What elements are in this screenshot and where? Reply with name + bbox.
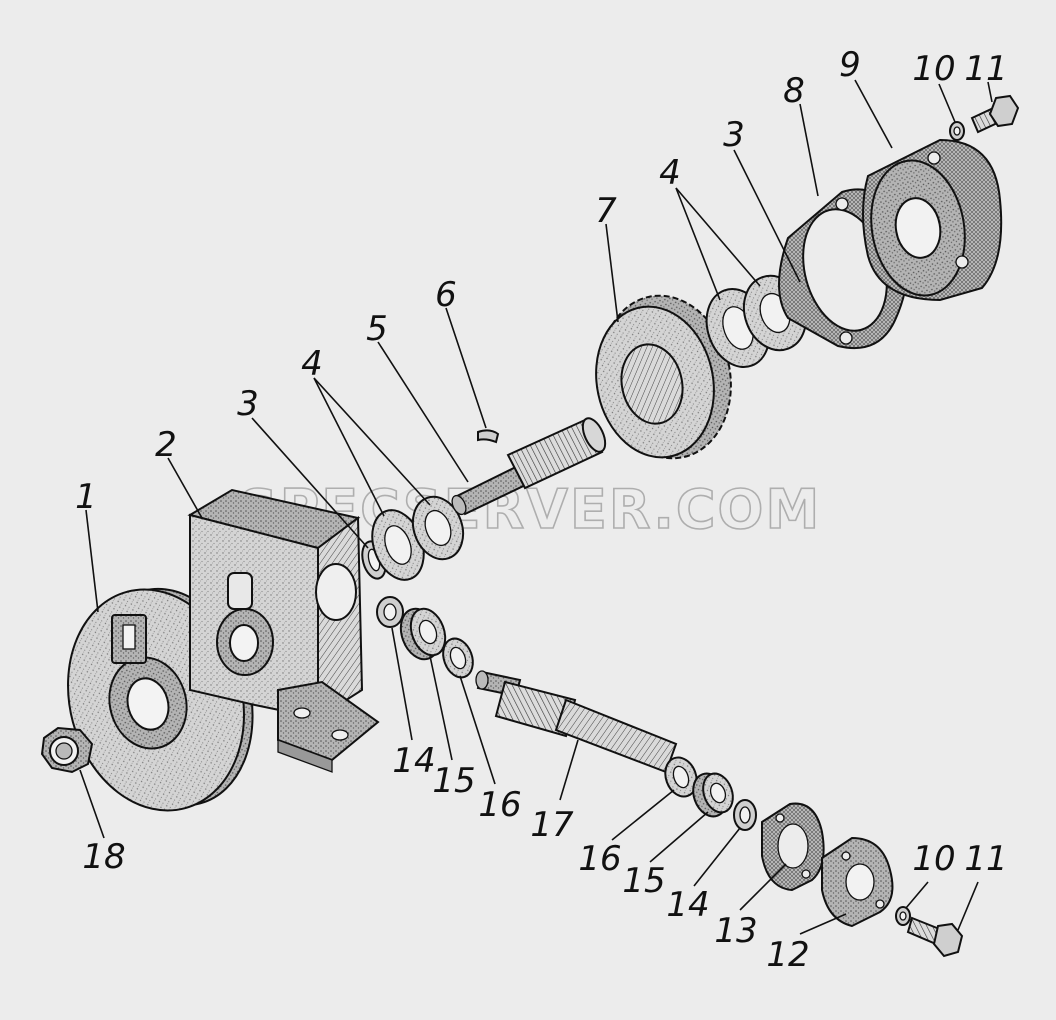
- leader-lines: [79, 79, 993, 935]
- callout-5: 5: [366, 309, 388, 349]
- leader-17: [559, 739, 579, 801]
- part-11-bolt-lower: [906, 916, 964, 958]
- leader-3b: [733, 149, 801, 283]
- leader-16a: [459, 675, 496, 785]
- part-5-upper-shaft: [451, 417, 607, 516]
- leader-6: [445, 307, 487, 429]
- leader-4b-2: [675, 187, 761, 287]
- part-4-washer-upper-left: [371, 495, 465, 581]
- leader-4a-2: [313, 377, 431, 506]
- leader-5: [377, 341, 469, 483]
- leader-7: [605, 223, 619, 323]
- leader-14a: [391, 627, 413, 741]
- part-6-key: [477, 429, 500, 444]
- part-15-bearing-lower-left: [399, 607, 447, 661]
- callout-3-upper-right: 3: [723, 115, 745, 155]
- leader-1: [85, 509, 99, 613]
- callout-13: 13: [714, 911, 757, 951]
- callout-10-upper: 10: [912, 49, 955, 89]
- callout-6: 6: [435, 275, 457, 315]
- leader-11b: [957, 881, 979, 931]
- callout-16-lower-left: 16: [478, 785, 521, 825]
- part-10-lock-washer-lower: [895, 906, 911, 926]
- leader-4a-1: [313, 377, 385, 517]
- leader-16b: [611, 789, 675, 841]
- leader-15a: [429, 655, 453, 761]
- callout-14-lower-right: 14: [666, 885, 709, 925]
- callout-4-upper-right: 4: [659, 153, 681, 193]
- part-9-cover: [862, 138, 1003, 302]
- leader-10a: [938, 83, 956, 123]
- part-16-spacer-lower-left: [442, 637, 474, 679]
- part-17-lower-shaft: [475, 670, 678, 774]
- part-16-spacer-lower-right: [664, 756, 698, 798]
- leader-8: [799, 103, 819, 197]
- leader-4b-1: [675, 187, 721, 301]
- callout-4-upper-left: 4: [301, 344, 323, 384]
- part-18-nut: [40, 726, 94, 774]
- callout-14-lower-left: 14: [392, 741, 435, 781]
- callout-15-lower-left: 15: [432, 761, 475, 801]
- callout-12: 12: [766, 935, 809, 975]
- callout-11-lower: 11: [964, 839, 1007, 879]
- callout-9: 9: [839, 45, 861, 85]
- part-14-seal-ring-lower-left: [376, 596, 404, 628]
- part-2-housing: [187, 488, 380, 773]
- leader-14b: [693, 827, 741, 887]
- part-10-lock-washer-upper: [949, 121, 965, 141]
- part-15-bearing-lower-right: [692, 772, 734, 818]
- callout-11-upper: 11: [964, 49, 1007, 89]
- leader-2: [167, 457, 203, 519]
- callout-15-lower-right: 15: [622, 861, 665, 901]
- part-12-cover: [821, 836, 894, 928]
- part-14-seal-ring-lower-right: [733, 799, 757, 831]
- callout-10-lower: 10: [912, 839, 955, 879]
- callout-18: 18: [82, 837, 125, 877]
- callout-1: 1: [75, 477, 97, 517]
- leader-11a: [987, 81, 993, 103]
- leader-3a: [251, 417, 369, 549]
- callout-17: 17: [530, 805, 574, 845]
- leader-13: [739, 863, 787, 911]
- callout-7: 7: [595, 191, 617, 231]
- leader-18: [79, 769, 105, 839]
- part-7-gear: [595, 294, 732, 460]
- part-13-gasket: [761, 802, 825, 892]
- callout-numbers: 1 2 3 4 5 6 7 4 3 8 9 10 11 14 15 16 17 …: [75, 45, 1007, 975]
- leader-10b: [905, 881, 929, 909]
- callout-8: 8: [783, 71, 805, 111]
- callout-2: 2: [155, 425, 177, 465]
- leader-12: [799, 913, 847, 935]
- leader-15b: [649, 811, 709, 863]
- callout-16-lower-right: 16: [578, 839, 621, 879]
- leader-9: [854, 79, 893, 149]
- part-11-bolt-upper: [970, 94, 1020, 134]
- callout-3-upper-left: 3: [237, 384, 259, 424]
